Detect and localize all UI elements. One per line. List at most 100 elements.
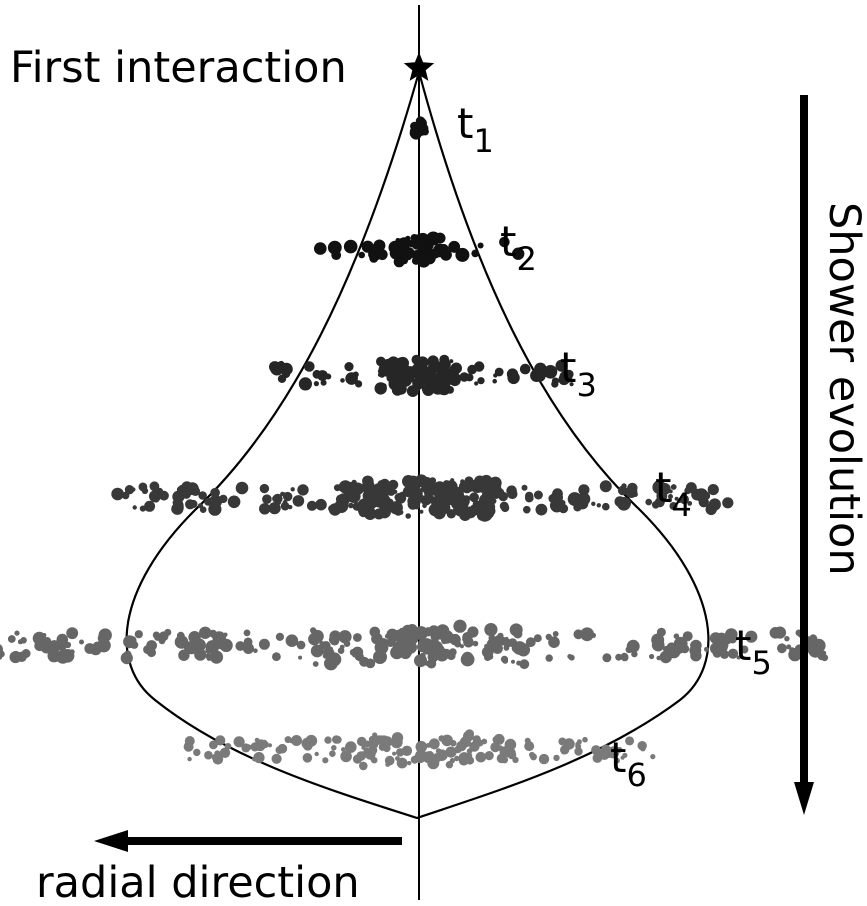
particle (484, 751, 494, 761)
particle-layer-t4 (111, 474, 734, 522)
particle (467, 626, 479, 638)
particle (548, 494, 558, 503)
particle (650, 754, 656, 760)
particle (637, 741, 647, 751)
particle (376, 509, 382, 514)
particle (679, 494, 689, 505)
particle (720, 649, 729, 659)
particle (526, 496, 532, 503)
particle (429, 740, 440, 750)
particle (368, 738, 377, 748)
particle (450, 740, 457, 747)
particle (215, 735, 226, 746)
particle (0, 644, 3, 655)
particle (291, 735, 302, 746)
particle (631, 650, 638, 658)
particle (682, 631, 693, 642)
particle (500, 655, 509, 663)
particle (333, 735, 342, 744)
particle (160, 490, 168, 498)
particle-layer-t2 (314, 231, 525, 268)
particle (507, 488, 518, 500)
particle (385, 762, 391, 767)
particle (188, 631, 201, 644)
particle (454, 755, 460, 762)
particle (310, 627, 317, 634)
particle (338, 482, 347, 492)
particle (308, 632, 321, 646)
particle (736, 655, 741, 660)
particle (477, 242, 484, 249)
particle (41, 633, 47, 638)
particle (615, 653, 623, 661)
particle (310, 644, 324, 658)
particle (740, 645, 749, 654)
particle (410, 253, 416, 258)
particle (667, 498, 673, 503)
particle (215, 636, 228, 650)
particle (235, 481, 249, 495)
particle (367, 745, 378, 755)
particle (414, 126, 423, 135)
particle (384, 634, 390, 639)
particle (475, 751, 487, 763)
particle (498, 491, 509, 502)
particle (529, 751, 535, 758)
particle (559, 370, 573, 384)
particle (543, 365, 558, 379)
particle (194, 648, 207, 661)
particle (525, 637, 536, 648)
particle (258, 638, 270, 650)
particle (492, 736, 500, 744)
particle (199, 626, 212, 639)
particle (187, 756, 192, 762)
particle (344, 362, 354, 372)
particle (656, 655, 661, 661)
particle (673, 633, 680, 639)
time-label-t6: t6 (610, 733, 647, 794)
particle (329, 750, 336, 757)
particle (340, 378, 345, 383)
particle (472, 506, 479, 513)
particle (412, 488, 423, 499)
particle (457, 503, 465, 511)
particle (395, 492, 407, 504)
particle (252, 756, 257, 762)
particle (503, 645, 510, 651)
particle (275, 746, 284, 755)
particle (396, 757, 408, 769)
first-interaction-star-icon (403, 52, 435, 81)
particle (614, 757, 620, 764)
particle (371, 757, 378, 764)
particle (426, 742, 431, 748)
particle (452, 481, 457, 486)
particle (545, 654, 553, 662)
particle (211, 753, 220, 762)
particle (374, 382, 387, 395)
particle (149, 490, 161, 503)
particle (377, 499, 382, 505)
particle (362, 475, 373, 487)
particle (131, 487, 136, 492)
particle (386, 373, 395, 383)
particle (575, 497, 580, 502)
particle (172, 490, 185, 503)
shower-evolution-arrowhead-icon (794, 782, 814, 815)
particle (625, 736, 635, 746)
particle (476, 739, 484, 747)
particle (460, 250, 469, 260)
particle (321, 641, 331, 651)
particle (421, 251, 427, 257)
particle (289, 738, 295, 744)
particle (425, 235, 431, 241)
particle (449, 359, 454, 364)
particle (481, 646, 494, 658)
particle (459, 509, 471, 521)
particle (189, 499, 198, 509)
particle (199, 506, 207, 513)
particle (306, 500, 318, 511)
particle (449, 365, 456, 372)
particle (328, 634, 339, 645)
particle (423, 377, 434, 388)
